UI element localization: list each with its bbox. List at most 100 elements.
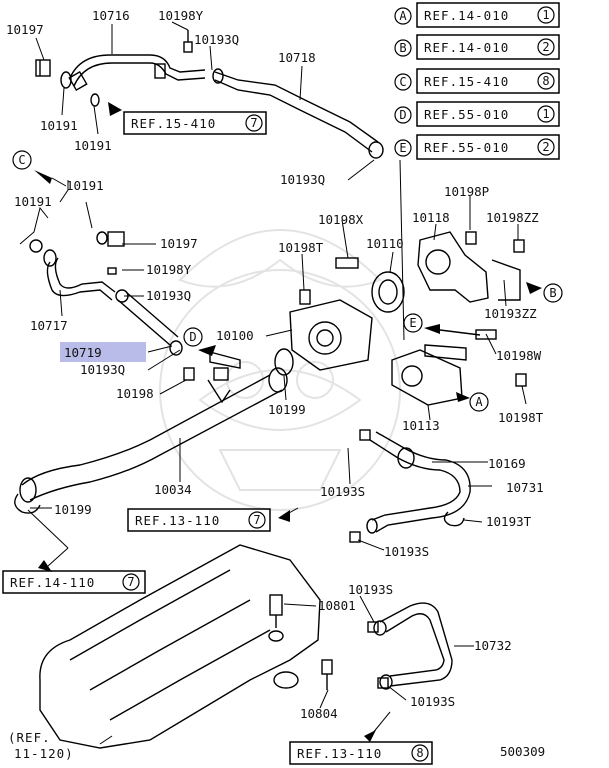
part-10198-bolt[interactable]: [183, 367, 195, 381]
ref-box-a-text: REF.14-010: [424, 8, 509, 23]
label-10198Y-top[interactable]: 10198Y: [158, 8, 204, 23]
label-10193Q-low[interactable]: 10193Q: [80, 362, 125, 377]
part-10731-hose[interactable]: [366, 431, 471, 534]
part-10804-sensor[interactable]: [321, 659, 333, 690]
part-10719-tube[interactable]: [107, 267, 183, 356]
label-10100[interactable]: 10100: [216, 328, 254, 343]
ref-box-d-num: 1: [542, 107, 549, 121]
part-10100-housing[interactable]: [209, 299, 373, 371]
label-10718[interactable]: 10718: [278, 50, 316, 65]
label-10034[interactable]: 10034: [154, 482, 192, 497]
label-10118[interactable]: 10118: [412, 210, 450, 225]
ref-box-b[interactable]: B REF.14-010 2: [394, 34, 560, 60]
parts-drawing: [14, 30, 527, 749]
part-10198T-bolt-right[interactable]: [515, 373, 527, 387]
label-10193ZZ[interactable]: 10193ZZ: [484, 306, 537, 321]
part-10199-ring-upper[interactable]: [274, 348, 294, 376]
arrow-ref-14110-icon: [38, 560, 52, 572]
label-10198Y-mid[interactable]: 10198Y: [146, 262, 192, 277]
label-10719-highlight[interactable]: 10719: [60, 342, 146, 362]
part-10193S-clip-d[interactable]: [377, 677, 389, 689]
ref-box-e-num: 2: [542, 140, 549, 154]
part-10193T-clamp[interactable]: [443, 511, 465, 527]
label-10198W[interactable]: 10198W: [496, 348, 542, 363]
ref-box-a[interactable]: A REF.14-010 1: [394, 2, 560, 28]
label-10197-mid[interactable]: 10197: [160, 236, 198, 251]
part-10191-gasket-top[interactable]: [90, 93, 100, 107]
part-10198ZZ-bolt[interactable]: [513, 239, 525, 253]
label-10719: 10719: [64, 345, 102, 360]
label-10191-c[interactable]: 10191: [66, 178, 104, 193]
label-10198P[interactable]: 10198P: [444, 184, 489, 199]
part-10113-inlet[interactable]: [391, 329, 481, 406]
label-10191-a[interactable]: 10191: [40, 118, 78, 133]
label-10193T[interactable]: 10193T: [486, 514, 532, 529]
label-10191-d[interactable]: 10191: [14, 194, 52, 209]
label-10193Q-top[interactable]: 10193Q: [194, 32, 239, 47]
label-10193S-b[interactable]: 10193S: [384, 544, 429, 559]
part-10198W-bolt[interactable]: [475, 329, 497, 340]
part-10118-outlet[interactable]: [417, 231, 521, 303]
part-10717-pipe[interactable]: [29, 231, 125, 301]
ref-inline-13110-8-text: REF.13-110: [297, 746, 382, 761]
label-10732[interactable]: 10732: [474, 638, 512, 653]
arrow-ref-15410-icon: [108, 102, 122, 116]
label-10731[interactable]: 10731: [506, 480, 544, 495]
part-10716-pipe[interactable]: [68, 54, 206, 92]
part-10198T-bolt[interactable]: [299, 289, 311, 305]
label-10801[interactable]: 10801: [318, 598, 356, 613]
label-10199-lower[interactable]: 10199: [54, 502, 92, 517]
label-10716[interactable]: 10716: [92, 8, 130, 23]
ref-inline-13110-7[interactable]: REF.13-110 7: [127, 508, 271, 532]
label-10199-upper[interactable]: 10199: [268, 402, 306, 417]
part-10110-thermostat[interactable]: [371, 271, 405, 313]
ref-box-a-letter: A: [399, 9, 407, 23]
ref-box-d-letter: D: [399, 108, 406, 122]
ref-open-11120[interactable]: (REF. 11-120): [8, 730, 74, 761]
label-10169[interactable]: 10169: [488, 456, 526, 471]
part-intake-manifold[interactable]: [39, 544, 321, 749]
ref-inline-14110-7[interactable]: REF.14-110 7: [2, 570, 146, 594]
part-10193S-clip-a[interactable]: [359, 429, 371, 441]
label-10113[interactable]: 10113: [402, 418, 440, 433]
label-10717[interactable]: 10717: [30, 318, 68, 333]
ref-box-c[interactable]: C REF.15-410 8: [394, 68, 560, 94]
arrow-d-icon: [198, 345, 216, 356]
drawing-number: 500309: [500, 744, 545, 759]
label-10804[interactable]: 10804: [300, 706, 338, 721]
part-10199-ring-lower[interactable]: [14, 493, 41, 514]
part-10193S-clip-c[interactable]: [367, 621, 379, 633]
label-10198[interactable]: 10198: [116, 386, 154, 401]
part-10198Y-bolt-top[interactable]: [183, 30, 193, 53]
label-10193Q-mid[interactable]: 10193Q: [146, 288, 191, 303]
arrow-e-icon: [424, 324, 440, 334]
part-10801-sensor[interactable]: [268, 594, 284, 642]
part-10718-hose[interactable]: [212, 68, 384, 159]
part-10732-hose[interactable]: [373, 602, 453, 690]
label-10193S-d[interactable]: 10193S: [410, 694, 455, 709]
label-10198T-left[interactable]: 10198T: [278, 240, 324, 255]
part-10198X-bolt[interactable]: [335, 257, 359, 269]
ref-box-e[interactable]: E REF.55-010 2: [394, 134, 560, 160]
callout-e-letter: E: [409, 316, 416, 330]
callout-d-letter: D: [189, 330, 196, 344]
label-10193Q-right[interactable]: 10193Q: [280, 172, 325, 187]
ref-inline-15410[interactable]: REF.15-410 7: [123, 111, 267, 135]
label-10198ZZ[interactable]: 10198ZZ: [486, 210, 539, 225]
arrow-b-icon: [526, 282, 542, 294]
ref-inline-13110-7-num: 7: [253, 513, 260, 527]
label-10197-top[interactable]: 10197: [6, 22, 44, 37]
label-10191-b[interactable]: 10191: [74, 138, 112, 153]
label-10198X[interactable]: 10198X: [318, 212, 364, 227]
label-10198T-right[interactable]: 10198T: [498, 410, 544, 425]
part-10034-pipe[interactable]: [19, 367, 288, 503]
label-10193S-c[interactable]: 10193S: [348, 582, 393, 597]
ref-box-c-letter: C: [399, 75, 406, 89]
ref-box-d[interactable]: D REF.55-010 1: [394, 101, 560, 127]
label-10110[interactable]: 10110: [366, 236, 404, 251]
part-10198P-bolt[interactable]: [465, 231, 477, 245]
part-10193S-clip-b[interactable]: [349, 531, 361, 543]
label-10193S-a[interactable]: 10193S: [320, 484, 365, 499]
ref-inline-13110-8[interactable]: REF.13-110 8: [289, 741, 433, 765]
part-10197-bolt-top[interactable]: [35, 59, 72, 89]
